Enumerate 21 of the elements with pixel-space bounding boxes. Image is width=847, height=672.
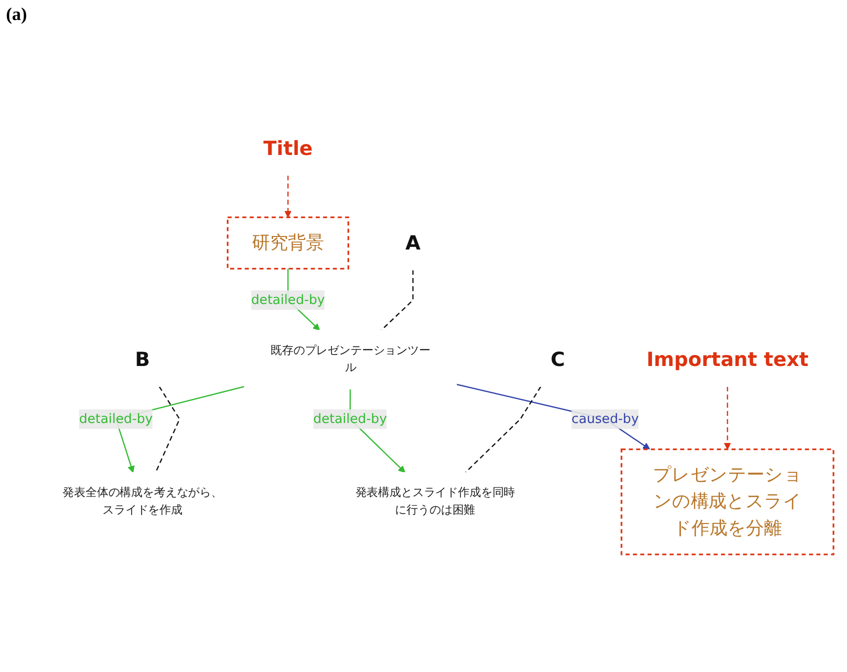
arrow xyxy=(456,383,650,450)
node-text: A xyxy=(405,231,421,254)
node-text: Title xyxy=(263,136,313,160)
node-text: Important text xyxy=(646,348,808,371)
node-text: B xyxy=(135,348,150,371)
connector xyxy=(464,386,542,472)
node-box: 研究背景 xyxy=(226,216,350,270)
edge-label: detailed-by xyxy=(79,410,153,426)
connector xyxy=(155,386,180,472)
node-text: 発表全体の構成を考えながら、スライドを作成 xyxy=(62,486,222,516)
panel-label: (a) xyxy=(6,4,27,24)
node-text: 既存のプレゼンテーションツール xyxy=(270,344,430,374)
connector xyxy=(380,269,414,330)
node-text: C xyxy=(550,348,565,371)
edge-label: caused-by xyxy=(572,410,639,426)
arrow xyxy=(284,174,292,218)
arrow xyxy=(724,386,732,450)
node-box: プレゼンテーションの構成とスライド作成を分離 xyxy=(620,448,834,555)
node-text: 発表構成とスライド作成を同時に行うのは困難 xyxy=(355,486,516,516)
edge-label: detailed-by xyxy=(251,291,325,307)
edge-label: detailed-by xyxy=(313,410,387,426)
